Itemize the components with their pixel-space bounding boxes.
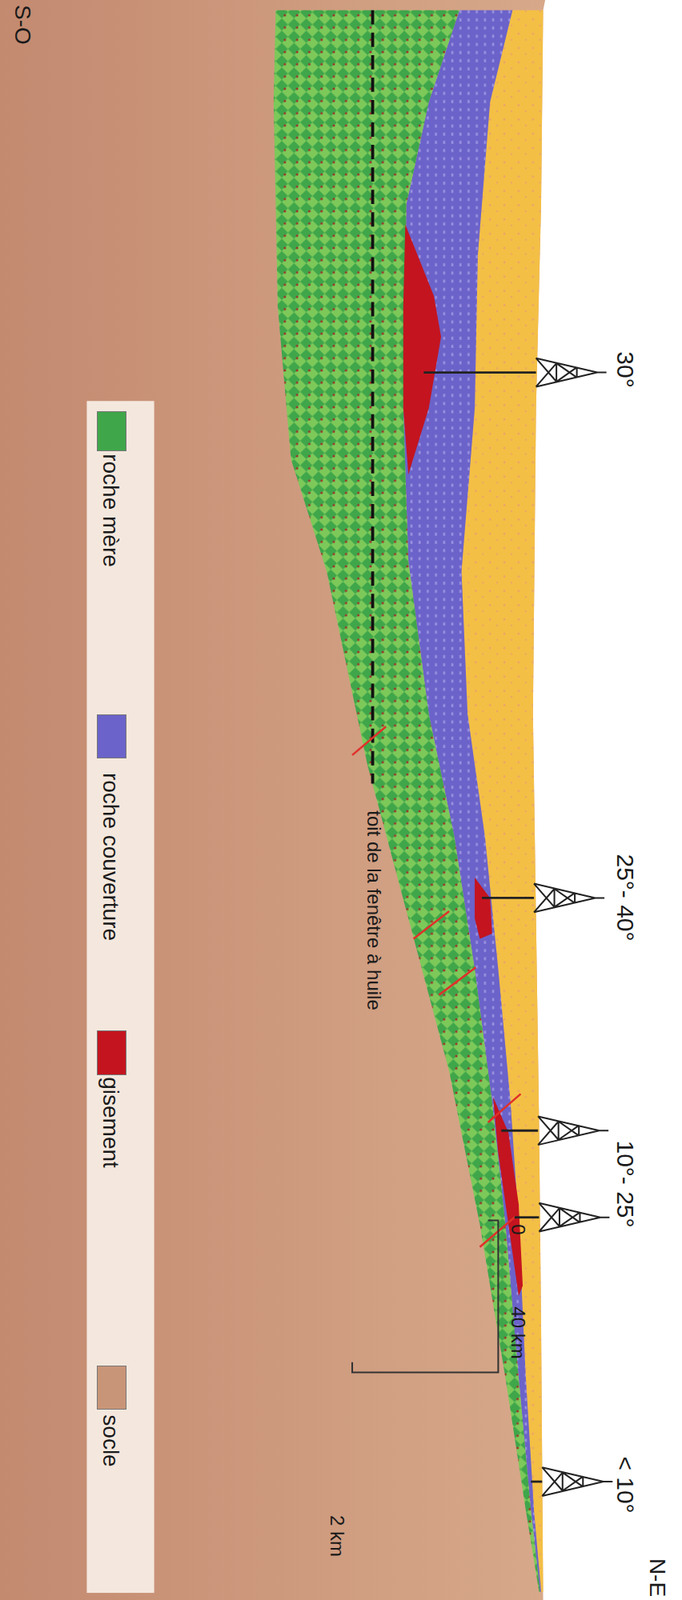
legend-swatch: [96, 1031, 126, 1076]
angle-label: 25°- 40°: [611, 854, 638, 943]
scale-bar: [352, 1221, 498, 1374]
legend-swatch: [96, 1366, 126, 1412]
legend-text: roche mère: [97, 453, 123, 568]
angle-label: 10°- 25°: [611, 1140, 638, 1228]
deposits: [403, 224, 523, 1297]
legend-swatch: [96, 714, 126, 760]
derricks: [423, 358, 613, 1497]
legend-swatch: [96, 411, 126, 452]
legend-text: gisement: [97, 1077, 123, 1169]
legend-text: roche couverture: [97, 773, 123, 942]
line-label: toit de la fenêtre à huile: [363, 810, 385, 1011]
scale-label: 2 km: [326, 1516, 348, 1558]
scale-label: 0: [506, 1224, 528, 1236]
scale-label: 40 km: [506, 1307, 528, 1360]
angle-label: 30°: [611, 351, 638, 388]
source-rock: [273, 10, 541, 1593]
fault-ticks: [352, 726, 521, 1248]
legend-text: socle: [97, 1415, 123, 1468]
direction-label: S-O: [10, 4, 36, 45]
direction-label: N-E: [645, 1559, 670, 1598]
angle-label: < 10°: [611, 1456, 638, 1514]
oil-window-line: [371, 10, 375, 785]
legend-panel: [86, 401, 154, 1594]
socle: [0, 0, 546, 1600]
